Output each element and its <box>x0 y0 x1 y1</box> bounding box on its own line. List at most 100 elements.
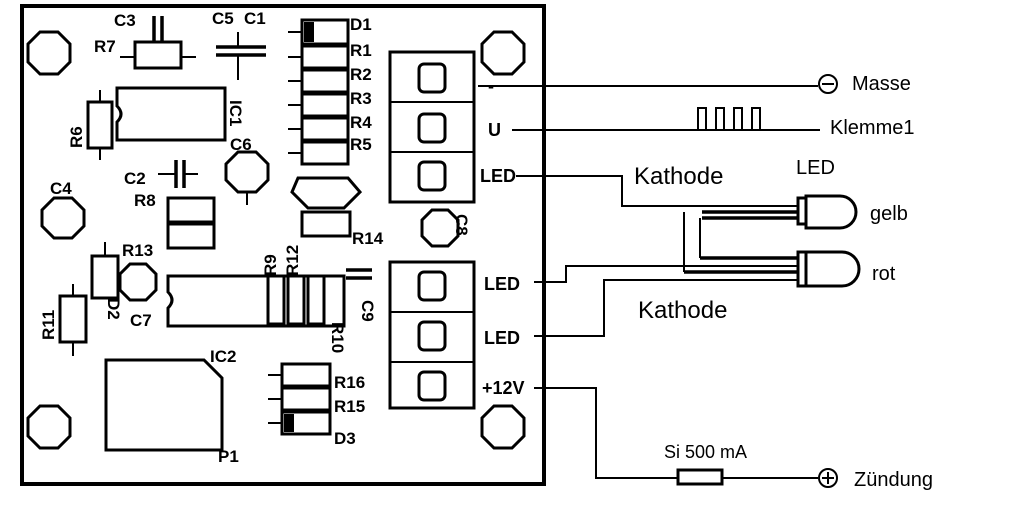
terminal-labels: - U LED LED LED +12V <box>480 76 525 398</box>
label-c1: C1 <box>244 9 266 28</box>
label-r1: R1 <box>350 41 372 60</box>
label-masse: Masse <box>852 73 911 95</box>
c4-body <box>40 196 86 240</box>
pulse-signal-icon <box>690 107 770 131</box>
label-r15: R15 <box>334 397 365 416</box>
wire-12v <box>534 387 678 479</box>
c6-body <box>224 150 270 194</box>
label-terminal-led-3: LED <box>484 328 520 348</box>
ic1-body <box>115 86 227 142</box>
mounting-hole-top-left <box>26 30 72 76</box>
terminal-screw <box>417 320 447 352</box>
label-r10: R10 <box>328 322 347 353</box>
label-terminal-led-1: LED <box>480 166 516 186</box>
label-d2: D2 <box>104 298 123 320</box>
label-c2: C2 <box>124 169 146 188</box>
label-r13: R13 <box>122 241 153 260</box>
label-r8: R8 <box>134 191 156 210</box>
label-r7: R7 <box>94 37 116 56</box>
r12-body <box>286 274 306 326</box>
terminal-block-bottom <box>388 260 476 410</box>
label-r3: R3 <box>350 89 372 108</box>
terminal-screw <box>417 270 447 302</box>
label-c8: C8 <box>452 214 471 236</box>
r1-body <box>300 44 350 70</box>
label-c6: C6 <box>230 135 252 154</box>
label-d3: D3 <box>334 429 356 448</box>
fuse-icon <box>676 468 724 486</box>
resistor-stack-top <box>288 18 350 166</box>
label-terminal-u: U <box>488 120 501 140</box>
c8-body <box>420 208 460 248</box>
label-c5: C5 <box>212 9 234 28</box>
r4-body <box>300 116 350 142</box>
label-kathode-bottom: Kathode <box>638 297 727 324</box>
label-r9: R9 <box>261 254 280 276</box>
led-rot <box>796 250 861 288</box>
r10-body <box>306 274 326 326</box>
ic2-body <box>104 358 224 452</box>
mounting-hole-top-right <box>480 30 526 76</box>
r14-body <box>300 210 352 238</box>
label-ic2: IC2 <box>210 347 236 366</box>
r3-body <box>300 92 350 118</box>
label-rot: rot <box>872 263 896 285</box>
label-d1: D1 <box>350 15 372 34</box>
label-r5: R5 <box>350 135 372 154</box>
label-r4: R4 <box>350 113 372 132</box>
label-c4: C4 <box>50 179 72 198</box>
label-terminal-led-2: LED <box>484 274 520 294</box>
led-rot-icon <box>804 250 861 288</box>
r7-body <box>133 40 183 70</box>
label-led-title: LED <box>796 157 835 179</box>
label-kathode-top: Kathode <box>634 163 723 190</box>
label-c3: C3 <box>114 11 136 30</box>
wire-led1-gelb-kathode <box>516 175 800 207</box>
mounting-hole-bottom-left <box>26 404 72 450</box>
c7-body <box>118 262 158 302</box>
terminal-screw <box>417 112 447 144</box>
label-ic1: IC1 <box>226 100 245 126</box>
terminal-screw <box>417 62 447 94</box>
label-r16: R16 <box>334 373 365 392</box>
r8-body-a <box>166 196 216 224</box>
external-wiring <box>478 74 838 488</box>
component-labels: C3 R7 C5 C1 D1 R1 R2 R3 R4 R5 R6 IC1 C6 … <box>39 9 471 466</box>
wire-led2-rot <box>534 265 800 283</box>
wire-led3-rot-kathode <box>534 279 800 337</box>
r15-body <box>280 386 332 412</box>
r6-body <box>86 100 114 150</box>
terminal-screw <box>417 160 447 192</box>
led-gelb <box>796 194 858 230</box>
label-r2: R2 <box>350 65 372 84</box>
label-gelb: gelb <box>870 203 908 225</box>
mounting-holes <box>26 30 526 450</box>
r8-body-b <box>166 222 216 250</box>
label-zuendung: Zündung <box>854 469 933 491</box>
r16-body <box>280 362 332 388</box>
d3-cathode-band <box>284 414 294 432</box>
r5-body <box>300 140 350 166</box>
led-gelb-icon <box>804 194 858 230</box>
label-p1: P1 <box>218 447 239 466</box>
d1-cathode-band <box>304 22 314 42</box>
terminal-screw <box>417 370 447 402</box>
label-terminal-12v: +12V <box>482 378 525 398</box>
r2-body <box>300 68 350 94</box>
r9-body <box>266 274 286 326</box>
r11-body <box>58 294 88 344</box>
label-r11: R11 <box>39 310 58 340</box>
label-fuse: Si 500 mA <box>664 442 747 462</box>
external-labels: Masse Klemme1 Kathode LED gelb rot Katho… <box>634 73 933 491</box>
label-c9: C9 <box>358 300 377 322</box>
label-r6: R6 <box>67 126 86 148</box>
terminal-block-top <box>388 50 476 204</box>
label-klemme: Klemme1 <box>830 117 914 139</box>
pcb-outline <box>20 4 546 486</box>
label-r12: R12 <box>283 245 302 276</box>
r13-body <box>90 254 120 300</box>
label-terminal-minus: - <box>488 76 494 96</box>
mounting-hole-bottom-right <box>480 404 526 450</box>
label-c7: C7 <box>130 311 152 330</box>
